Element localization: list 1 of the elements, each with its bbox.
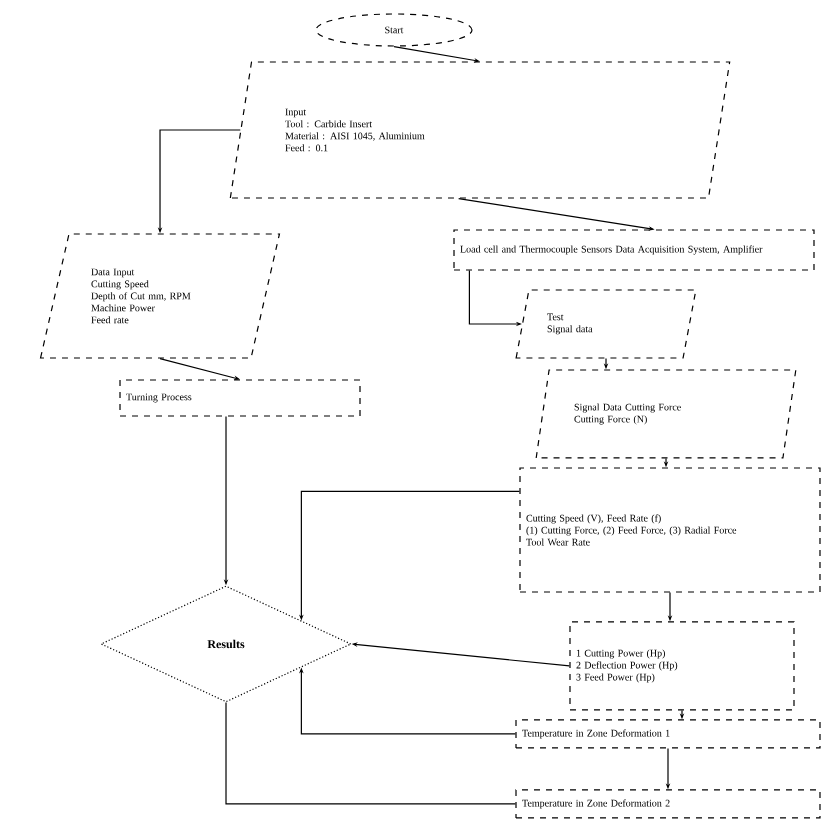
arrow	[393, 46, 480, 63]
